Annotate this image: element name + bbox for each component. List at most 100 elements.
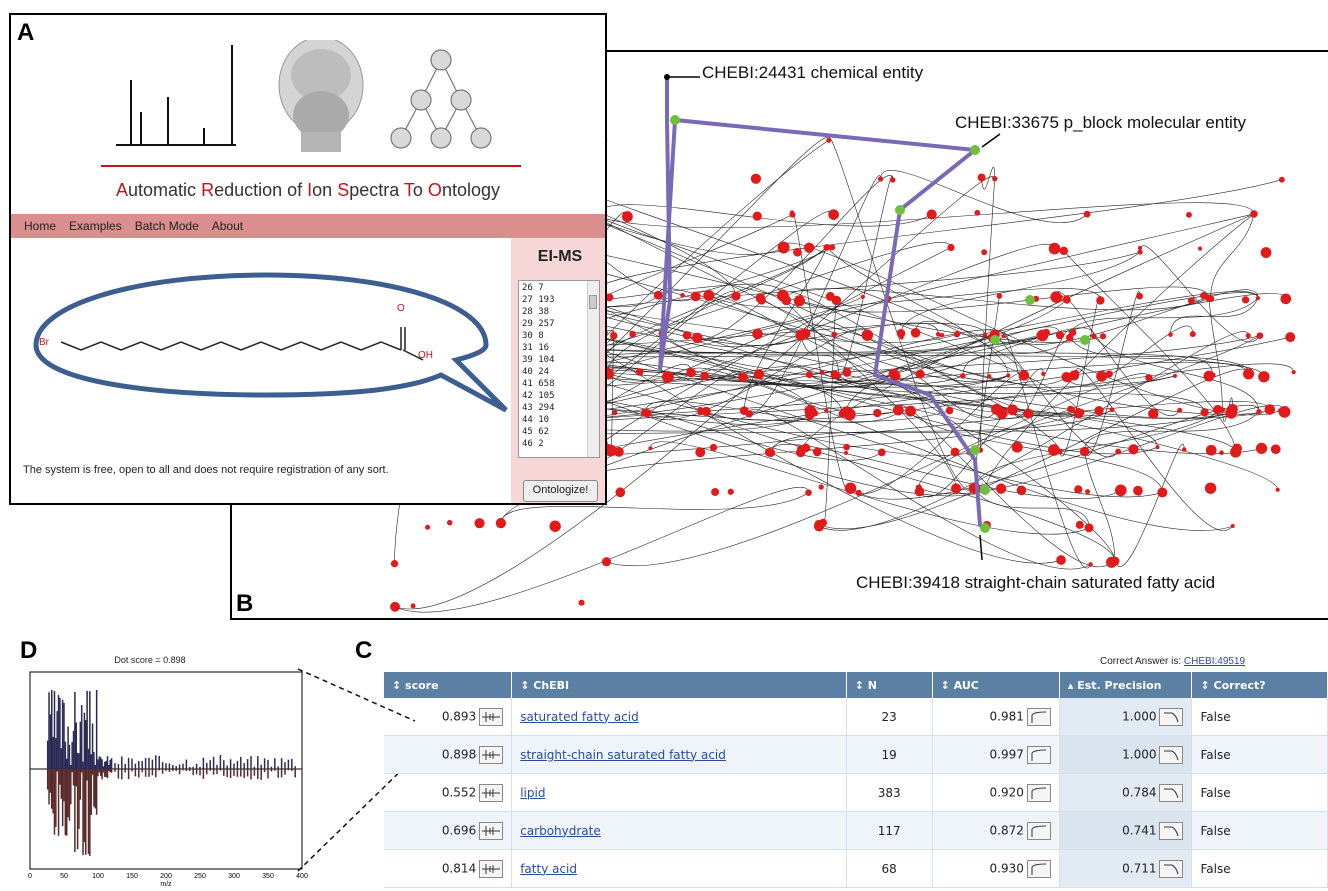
graph-node <box>495 517 507 529</box>
graph-node <box>1018 370 1030 381</box>
graph-node <box>1068 406 1076 413</box>
graph-edge <box>686 175 894 340</box>
graph-node <box>836 373 842 379</box>
precision-curve-icon[interactable] <box>1159 707 1184 726</box>
graph-node <box>697 406 704 414</box>
nav-examples[interactable]: Examples <box>69 219 122 233</box>
graph-node <box>950 447 960 457</box>
graph-node <box>1197 246 1203 251</box>
graph-node <box>1006 373 1011 378</box>
graph-node <box>1250 210 1258 218</box>
scroll-thumb[interactable] <box>589 295 597 309</box>
chebi-link[interactable]: carbohydrate <box>520 823 601 838</box>
precision-cell: 0.741 <box>1059 811 1193 850</box>
correct-link[interactable]: CHEBI:49519 <box>1183 656 1246 667</box>
graph-node <box>1072 369 1080 377</box>
precision-curve-icon[interactable] <box>1159 783 1184 802</box>
x-tick-label: 400 <box>296 873 308 880</box>
precision-curve-icon[interactable] <box>1159 859 1184 878</box>
graph-node <box>690 291 701 302</box>
spectrum-thumb-icon[interactable] <box>479 783 504 802</box>
precision-curve-icon[interactable] <box>1159 821 1184 840</box>
graph-node <box>1189 331 1196 338</box>
scrollbar[interactable] <box>587 281 599 457</box>
nav-batch-mode[interactable]: Batch Mode <box>134 219 199 233</box>
title-word: utomatic <box>128 180 202 200</box>
graph-node <box>1041 371 1046 377</box>
graph-edge <box>1003 289 1259 345</box>
graph-node <box>1016 485 1027 496</box>
graph-node <box>1135 489 1142 496</box>
graph-node <box>1084 523 1094 533</box>
panel-letter-a: A <box>17 19 35 46</box>
chebi-link[interactable]: lipid <box>520 785 546 800</box>
graph-node <box>1056 555 1066 565</box>
col-chebi[interactable]: ↕ ChEBI <box>511 672 847 698</box>
title-cap: R <box>201 180 215 200</box>
chebi-link[interactable]: saturated fatty acid <box>520 709 639 724</box>
panel-letter-b: B <box>236 590 254 617</box>
graph-edge <box>818 331 1249 531</box>
graph-node <box>1200 408 1209 417</box>
title-divider <box>101 165 521 167</box>
roc-curve-icon[interactable] <box>1026 745 1051 764</box>
graph-node <box>1245 368 1253 376</box>
col-auc[interactable]: ↕ AUC <box>932 672 1060 698</box>
nav-home[interactable]: Home <box>24 219 57 233</box>
graph-node <box>1278 176 1285 183</box>
x-tick-label: 100 <box>92 873 104 880</box>
graph-edge <box>1084 411 1260 451</box>
graph-node <box>828 209 839 220</box>
spectrum-thumb-icon[interactable] <box>479 707 504 726</box>
chebi-link[interactable]: fatty acid <box>520 861 578 876</box>
molecule-bubble <box>33 272 508 413</box>
nav-about[interactable]: About <box>211 219 244 233</box>
auc-cell: 0.920 <box>932 773 1060 812</box>
graph-node <box>801 443 811 453</box>
graph-node <box>1137 245 1143 251</box>
ms-line: 40 24 <box>522 367 550 377</box>
graph-edge <box>1066 325 1194 386</box>
graph-edge <box>662 333 843 414</box>
roc-curve-icon[interactable] <box>1026 821 1051 840</box>
ms-line: 27 193 <box>522 295 555 305</box>
col-score[interactable]: ↕ score <box>384 672 513 698</box>
graph-node <box>1115 448 1122 455</box>
graph-node <box>888 368 899 380</box>
ontologize-button[interactable]: Ontologize! <box>523 480 598 502</box>
col-correct[interactable]: ↕ Correct? <box>1191 672 1328 698</box>
auc-cell: 0.981 <box>932 698 1060 736</box>
roc-curve-icon[interactable] <box>1026 783 1051 802</box>
graph-node <box>843 408 856 421</box>
graph-node <box>1059 246 1069 256</box>
graph-edge <box>1069 297 1259 338</box>
graph-node <box>1075 520 1084 529</box>
graph-edge <box>583 179 1282 298</box>
graph-edge <box>980 178 996 451</box>
graph-node <box>1069 328 1077 336</box>
graph-node <box>798 334 804 340</box>
chebi-link[interactable]: straight-chain saturated fatty acid <box>520 747 726 762</box>
ms-line: 44 10 <box>522 415 550 425</box>
precision-curve-icon[interactable] <box>1159 745 1184 764</box>
col-precision[interactable]: ▴ Est. Precision <box>1059 672 1193 698</box>
graph-node <box>804 242 815 253</box>
graph-node <box>873 408 882 418</box>
graph-node <box>1255 442 1268 455</box>
col-n[interactable]: ↕ N <box>846 672 933 698</box>
graph-edge <box>792 211 851 492</box>
graph-edge <box>760 297 1116 562</box>
graph-edge <box>647 328 868 421</box>
graph-node <box>805 371 813 379</box>
arts-logo <box>116 40 492 152</box>
spectrum-thumb-icon[interactable] <box>479 821 504 840</box>
spectrum-thumb-icon[interactable] <box>479 745 504 764</box>
graph-node <box>680 292 685 298</box>
x-tick-label: 0 <box>28 873 32 880</box>
x-tick-label: 300 <box>228 873 240 880</box>
roc-curve-icon[interactable] <box>1026 859 1051 878</box>
roc-curve-icon[interactable] <box>1026 707 1051 726</box>
spectrum-thumb-icon[interactable] <box>479 859 504 878</box>
